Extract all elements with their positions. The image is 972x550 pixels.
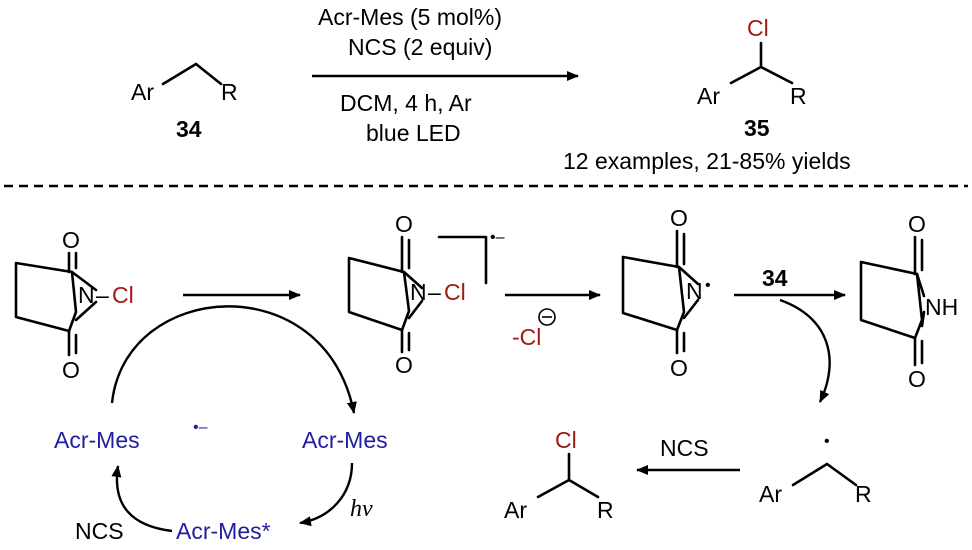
- ring-n-bond-2: [74, 300, 98, 322]
- nitrogen-label: N: [78, 282, 95, 308]
- r-group-label: R: [790, 83, 807, 109]
- reagent-label: NCS (2 equiv): [348, 34, 492, 60]
- benzyl-radical: • Ar R: [759, 433, 872, 507]
- oxygen-label-bottom: O: [395, 352, 413, 378]
- ring-n-bond: [402, 270, 424, 290]
- ring-n-bond-2: [920, 310, 926, 328]
- product-bonds: [729, 65, 794, 85]
- ncs-structure: O N – Cl O: [14, 227, 134, 383]
- ring-bonds: [347, 256, 411, 332]
- oxygen-label-bottom: O: [670, 355, 688, 381]
- nitrogen-label: N: [410, 279, 427, 305]
- ring-n-bond: [70, 270, 98, 292]
- chlorine-label: Cl: [747, 15, 769, 41]
- oxygen-label: O: [908, 211, 926, 237]
- chloride-loss: -Cl: [512, 308, 556, 350]
- catalyst-loading: (5 mol%): [410, 4, 502, 30]
- chloride-loss-label: -Cl: [512, 324, 541, 350]
- excitation-arc: [299, 462, 354, 527]
- n-cl-bond: –: [428, 279, 441, 305]
- chlorinated-product: Cl Ar R: [504, 427, 614, 523]
- benzylic-bonds: [161, 62, 223, 86]
- hat-substrate-label: 34: [762, 265, 788, 291]
- chlorine-label: Cl: [444, 279, 466, 305]
- chlorine-label: Cl: [112, 282, 134, 308]
- oxygen-label: O: [62, 227, 80, 253]
- svg-text:Acr-Mes (5 mol%): Acr-Mes (5 mol%): [318, 4, 502, 30]
- nh-label: NH: [925, 294, 958, 320]
- r-group-label: R: [597, 497, 614, 523]
- reaction-conditions: Acr-Mes (5 mol%) NCS (2 equiv) DCM, 4 h,…: [312, 4, 579, 146]
- acr-mes-ground-state: Acr-Mes: [302, 427, 388, 453]
- chlorination-reagent: NCS: [660, 435, 709, 461]
- bracket: [437, 235, 488, 285]
- aryl-label: Ar: [759, 481, 782, 507]
- oxygen-label: O: [395, 211, 413, 237]
- aryl-label: Ar: [697, 83, 720, 109]
- product-bonds: [536, 478, 600, 499]
- oxygen-label: O: [670, 205, 688, 231]
- ring-n-bond: [677, 265, 700, 286]
- conditions-line-2: blue LED: [366, 120, 461, 146]
- oxygen-label-bottom: O: [62, 357, 80, 383]
- catalyst-label: Acr-Mes: [318, 4, 404, 30]
- oxidation-arc: [110, 305, 357, 414]
- r-group-label: R: [855, 481, 872, 507]
- benzyl-radical-arrow: [779, 298, 831, 403]
- product-35: Cl Ar R 35: [697, 15, 807, 141]
- aryl-label: Ar: [131, 79, 154, 105]
- photocatalytic-cycle: Acr-Mes •– Acr-Mes Acr-Mes* hν NCS: [54, 305, 388, 544]
- conditions-line-1: DCM, 4 h, Ar: [340, 90, 472, 116]
- succinimidyl-radical: O N • O: [621, 205, 711, 381]
- radical-dot: •: [705, 277, 711, 294]
- ring-bonds: [859, 260, 924, 340]
- radical-dot: •: [824, 433, 830, 450]
- light-label: hν: [350, 496, 373, 522]
- oxygen-label-bottom: O: [908, 366, 926, 392]
- acr-mes-excited-state: Acr-Mes*: [176, 518, 271, 544]
- acr-mes-radical-anion: Acr-Mes: [54, 427, 140, 453]
- nitrogen-label: N: [686, 278, 703, 304]
- acr-mes-radical-charge: •–: [193, 419, 208, 436]
- radical-anion-charge: •–: [490, 229, 505, 246]
- r-group-label: R: [221, 79, 238, 105]
- reduction-arc: [111, 465, 173, 533]
- ring-bonds: [621, 255, 686, 332]
- chlorine-label: Cl: [555, 427, 577, 453]
- ring-bonds: [14, 261, 78, 333]
- aryl-label: Ar: [504, 497, 527, 523]
- ring-n-bond-2: [682, 298, 700, 320]
- minus-charge-circle: [538, 308, 556, 326]
- scope-summary: 12 examples, 21-85% yields: [563, 148, 851, 174]
- compound-label-34: 34: [176, 116, 202, 142]
- ring-n-bond-2: [407, 299, 424, 320]
- compound-label-35: 35: [744, 115, 770, 141]
- cycle-ncs-label: NCS: [75, 518, 124, 544]
- ncs-radical-anion: O N – Cl O •–: [347, 211, 505, 378]
- substrate-34: Ar R 34: [131, 62, 238, 142]
- ring-n-bond: [915, 272, 926, 298]
- succinimide: O NH O: [859, 211, 958, 392]
- n-cl-bond: –: [96, 282, 109, 308]
- benzylic-bonds: [791, 462, 858, 487]
